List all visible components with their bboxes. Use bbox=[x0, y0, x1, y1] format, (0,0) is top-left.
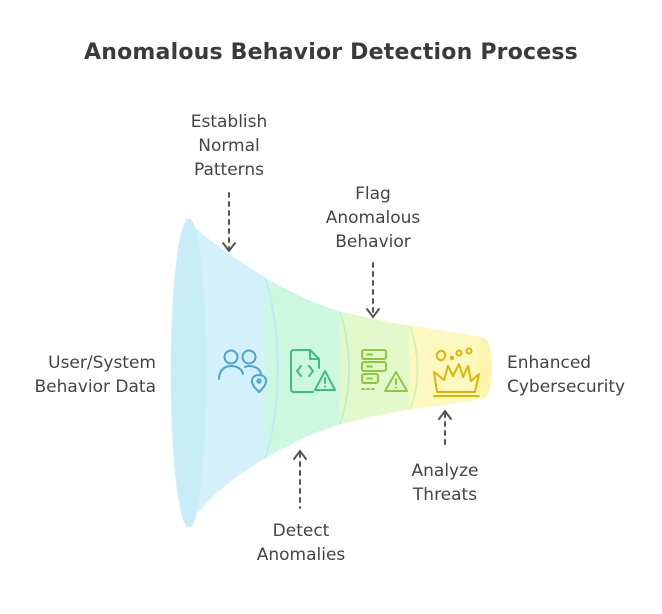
label-establish-line-3: Patterns bbox=[193, 160, 265, 180]
label-flag-line-2: Anomalous bbox=[325, 208, 421, 228]
label-flag-line-1: Flag bbox=[355, 184, 391, 204]
label-establish: Establish Normal Patterns bbox=[165, 110, 293, 182]
label-flag-line-3: Behavior bbox=[335, 232, 411, 252]
label-input-line-1: User/System bbox=[48, 353, 156, 373]
label-flag: Flag Anomalous Behavior bbox=[305, 182, 441, 254]
funnel-segment-detect bbox=[264, 277, 341, 459]
arrow-flag bbox=[366, 262, 380, 319]
funnel-end bbox=[476, 338, 492, 398]
label-input: User/System Behavior Data bbox=[10, 351, 156, 399]
code-file-warning-icon bbox=[290, 349, 336, 393]
label-analyze: Analyze Threats bbox=[385, 459, 505, 507]
arrow-establish bbox=[222, 192, 236, 253]
explosion-crown-icon bbox=[433, 347, 480, 397]
label-output: Enhanced Cybersecurity bbox=[507, 351, 657, 399]
arrow-detect bbox=[293, 449, 307, 509]
page-title: Anomalous Behavior Detection Process bbox=[84, 40, 578, 65]
label-output-line-1: Enhanced bbox=[507, 353, 592, 373]
label-analyze-line-1: Analyze bbox=[411, 461, 479, 481]
label-input-line-2: Behavior Data bbox=[34, 377, 156, 397]
label-output-line-2: Cybersecurity bbox=[507, 377, 626, 397]
label-analyze-line-2: Threats bbox=[412, 485, 478, 505]
label-establish-line-1: Establish bbox=[190, 112, 268, 132]
label-establish-line-2: Normal bbox=[198, 136, 260, 156]
arrow-analyze bbox=[438, 409, 452, 448]
label-detect-line-1: Detect bbox=[272, 521, 330, 541]
label-detect-line-2: Anomalies bbox=[256, 545, 346, 565]
server-warning-icon bbox=[361, 349, 408, 392]
funnel-segment-flag bbox=[339, 311, 411, 425]
users-location-icon bbox=[218, 349, 267, 393]
label-detect: Detect Anomalies bbox=[236, 519, 366, 567]
funnel-mouth bbox=[170, 218, 208, 528]
